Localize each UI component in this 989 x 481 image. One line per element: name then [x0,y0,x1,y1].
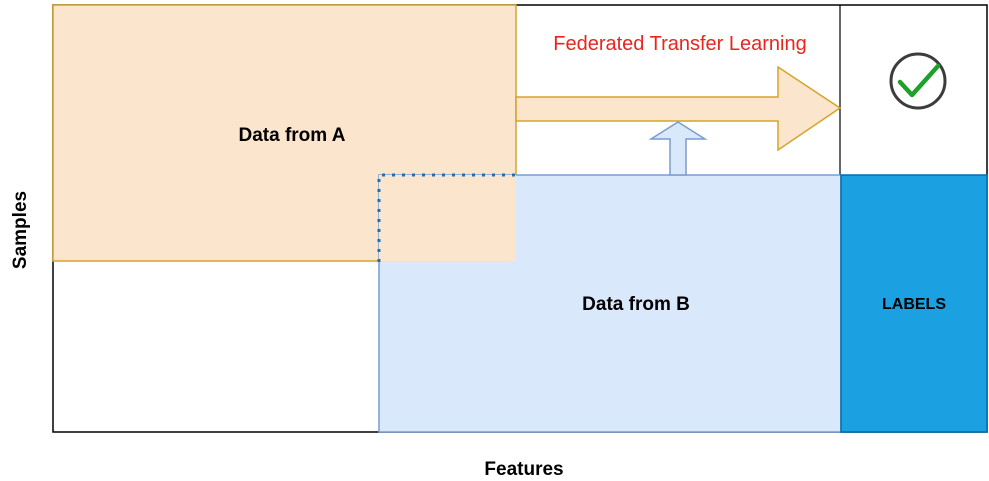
labels-label: LABELS [882,296,946,313]
labels-block [840,174,988,433]
check-circle-icon [889,52,947,110]
transfer-arrow [515,65,842,152]
x-axis-label: Features [484,459,563,480]
data-from-a-overlap-fill [379,175,516,261]
data-from-a-label: Data from A [239,125,346,146]
y-axis-label: Samples [10,191,31,269]
upward-transfer-arrow [648,121,708,176]
diagram-title: Federated Transfer Learning [553,33,807,55]
data-from-b-label: Data from B [582,294,690,315]
